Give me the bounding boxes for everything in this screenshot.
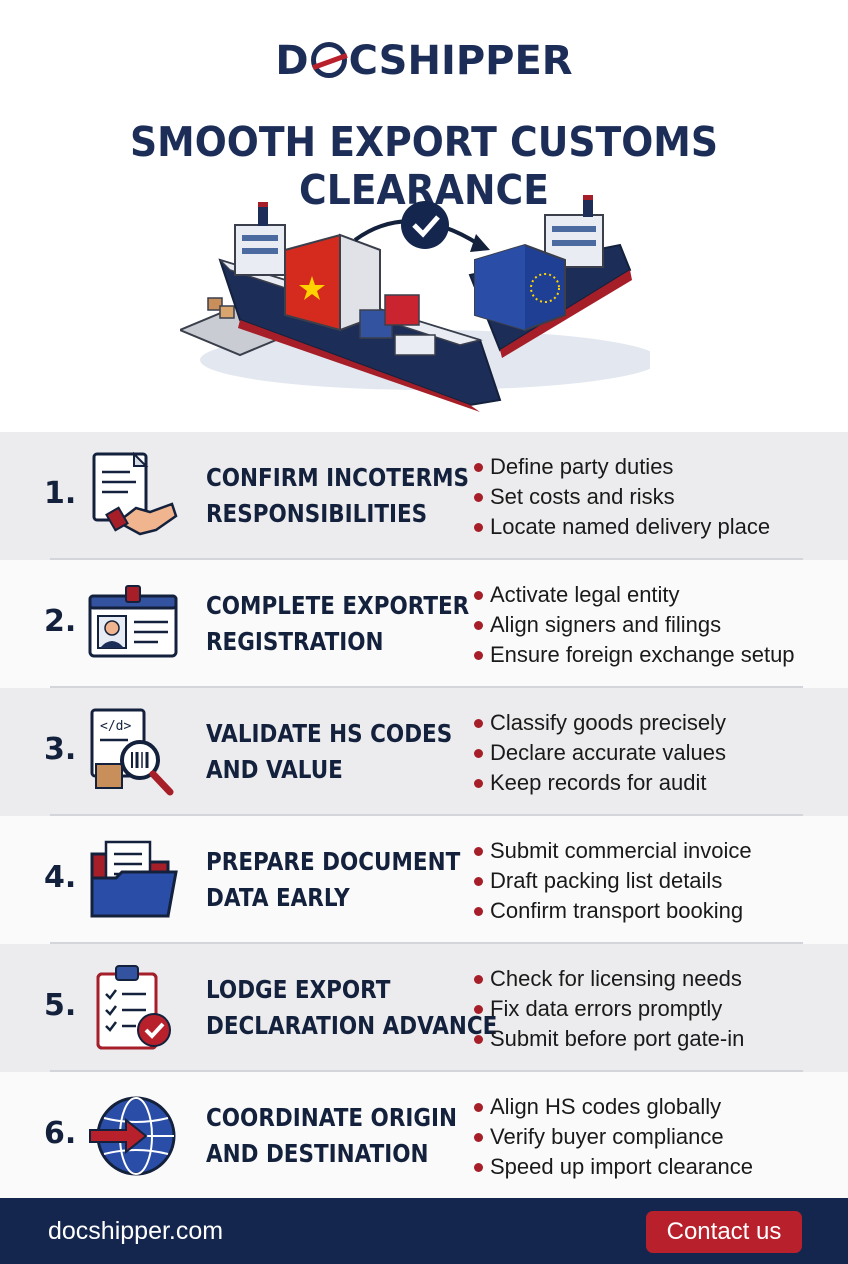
bullet-item: Verify buyer compliance [472, 1122, 753, 1152]
bullet-list: Check for licensing needs Fix data error… [472, 964, 744, 1054]
bullet-item: Fix data errors promptly [472, 994, 744, 1024]
globe-arrow-icon [89, 1096, 176, 1176]
website-link[interactable]: docshipper.com [48, 1217, 224, 1245]
footer: docshipper.com Contact us [0, 1198, 848, 1264]
divider [50, 558, 803, 560]
step-number: 4. [44, 860, 77, 895]
bullet-list: Align HS codes globally Verify buyer com… [472, 1092, 753, 1182]
divider [50, 686, 803, 688]
bullet-item: Align signers and filings [472, 610, 795, 640]
bullet-item: Draft packing list details [472, 866, 752, 896]
bullet-item: Locate named delivery place [472, 512, 770, 542]
bullet-list: Activate legal entity Align signers and … [472, 580, 795, 670]
bullet-item: Declare accurate values [472, 738, 726, 768]
logo-text-left: D [275, 38, 309, 84]
step-number: 2. [44, 604, 77, 639]
handshake-document-icon [92, 451, 178, 536]
bullet-item: Confirm transport booking [472, 896, 752, 926]
bullet-item: Classify goods precisely [472, 708, 726, 738]
bullet-item: Check for licensing needs [472, 964, 744, 994]
bullet-list: Define party duties Set costs and risks … [472, 452, 770, 542]
step-number: 5. [44, 988, 77, 1023]
barcode-magnifier-icon: </d> [90, 708, 174, 796]
page-title: SMOOTH EXPORT CUSTOMS CLEARANCE [129, 118, 719, 214]
id-card-icon [88, 585, 178, 658]
divider [50, 814, 803, 816]
bullet-item: Keep records for audit [472, 768, 726, 798]
svg-text:</d>: </d> [100, 719, 131, 734]
bullet-item: Ensure foreign exchange setup [472, 640, 795, 670]
bullet-list: Classify goods precisely Declare accurat… [472, 708, 726, 798]
bullet-item: Speed up import clearance [472, 1152, 753, 1182]
bullet-item: Define party duties [472, 452, 770, 482]
bullet-item: Submit before port gate-in [472, 1024, 744, 1054]
bullet-item: Set costs and risks [472, 482, 770, 512]
clipboard-check-icon [96, 965, 171, 1050]
docshipper-logo[interactable]: D CSHIPPER [0, 38, 848, 84]
contact-us-button[interactable]: Contact us [646, 1211, 802, 1253]
bullet-item: Activate legal entity [472, 580, 795, 610]
step-number: 6. [44, 1116, 77, 1151]
globe-logo-icon [310, 42, 347, 78]
divider [50, 1070, 803, 1072]
logo-text-right: CSHIPPER [348, 38, 573, 84]
bullet-item: Submit commercial invoice [472, 836, 752, 866]
step-number: 3. [44, 732, 77, 767]
bullet-list: Submit commercial invoice Draft packing … [472, 836, 752, 926]
header: D CSHIPPER SMOOTH EXPORT CUSTOMS CLEARANC… [0, 0, 848, 430]
cargo-ships-illustration [180, 195, 650, 412]
step-number: 1. [44, 476, 77, 511]
divider [50, 942, 803, 944]
folder-icon [90, 840, 178, 918]
bullet-item: Align HS codes globally [472, 1092, 753, 1122]
